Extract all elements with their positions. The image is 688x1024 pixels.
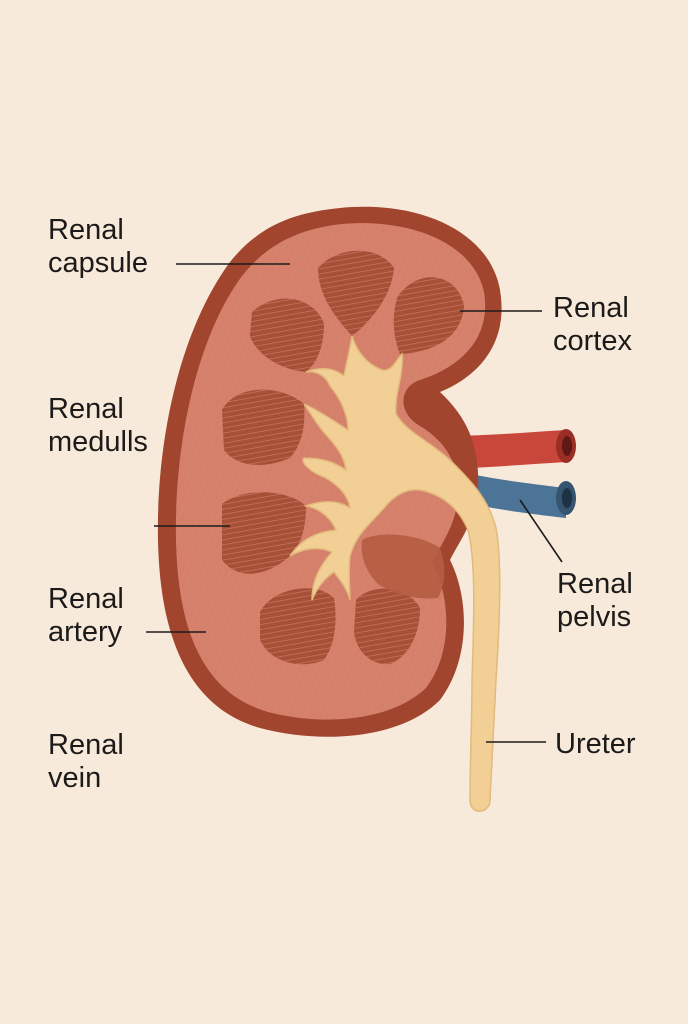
renal-pyramids	[222, 250, 464, 665]
leader-line-pelvis	[519, 499, 563, 563]
label-renal-pelvis: Renal pelvis	[557, 568, 633, 633]
label-renal-capsule: Renal capsule	[48, 214, 148, 279]
label-renal-vein: Renal vein	[48, 729, 124, 794]
label-ureter: Ureter	[555, 728, 636, 760]
label-renal-medulla: Renal medulls	[48, 393, 148, 458]
leader-lines	[146, 263, 563, 743]
label-renal-cortex: Renal cortex	[553, 292, 632, 357]
renal-pelvis-shape	[289, 335, 501, 812]
pyramid	[361, 534, 445, 599]
label-renal-artery: Renal artery	[48, 583, 124, 648]
